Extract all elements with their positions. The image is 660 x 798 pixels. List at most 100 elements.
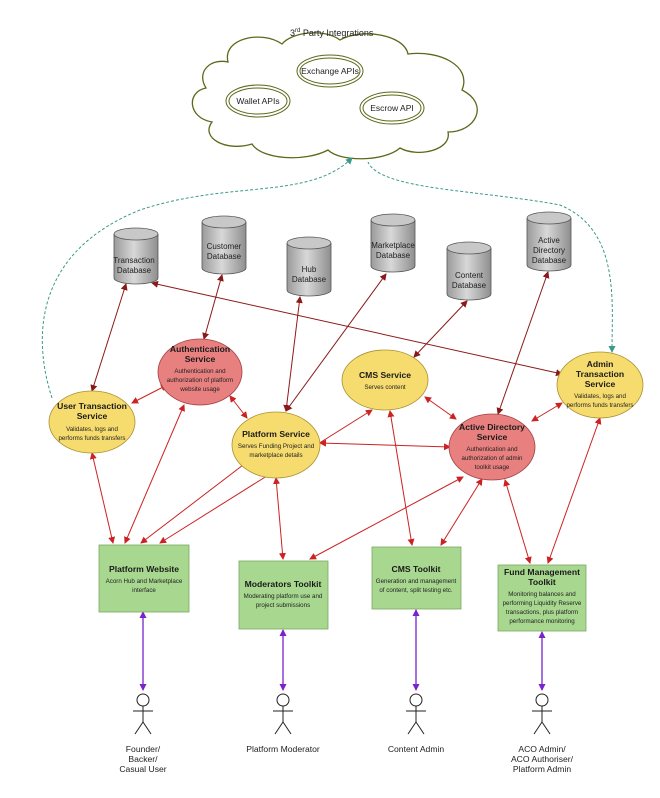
admin-transaction-service: Admin Transaction Service Validates, log… [556, 351, 644, 419]
admin-transaction-service-title-1: Admin [587, 359, 614, 369]
cms-toolkit-desc-2: of content, split testing etc. [379, 587, 453, 594]
content-database-label-2: Database [452, 281, 487, 290]
databases: Transaction Database Customer Database H… [113, 211, 572, 301]
fund-management-title-2: Toolkit [528, 577, 556, 587]
content-admin-actor-icon [406, 693, 426, 735]
active-directory-service-desc-1: Authentication and [466, 446, 518, 453]
moderator-label: Platform Moderator [246, 744, 320, 754]
active-directory-service-desc-2: authorization of admin [462, 455, 523, 462]
transaction-database-label-1: Transaction [113, 256, 155, 265]
authentication-service: Authentication Service Authentication an… [157, 338, 243, 406]
authentication-service-desc-2: authorization of platform [167, 377, 233, 384]
connector-platform-service-platform-website [140, 461, 248, 544]
cloud-shape [191, 32, 478, 160]
connector-ad-moderators [309, 476, 464, 560]
founder-label-2: Backer/ [128, 754, 158, 764]
connector-content-db-cms [413, 300, 468, 358]
active-directory-database-label-2: Directory [533, 246, 565, 255]
services: Authentication Service Authentication an… [48, 338, 644, 481]
authentication-service-desc-3: website usage [179, 386, 220, 393]
connector-admin-transaction-fund-management [546, 417, 602, 564]
connectors [41, 157, 616, 691]
moderators-toolkit-desc-1: Moderating platform use and [244, 593, 323, 600]
admin-transaction-service-title-2: Transaction [576, 369, 624, 379]
connector-platform-ad [319, 439, 451, 451]
exchange-apis-node: Exchange APIs [296, 54, 364, 88]
platform-website-desc-2: interface [132, 587, 156, 594]
toolkits: Platform Website Acorn Hub and Marketpla… [98, 544, 587, 632]
aco-admin-label-2: ACO Authoriser/ [511, 754, 574, 764]
connector-marketplace-db-platform [285, 273, 387, 412]
actor-labels: Founder/ Backer/ Casual User Platform Mo… [119, 744, 573, 774]
active-directory-service-desc-3: toolkit usage [475, 464, 510, 471]
third-party-integrations-cloud: 3rd Party Integrations Wallet APIs Excha… [191, 28, 478, 160]
connector-ad-cms-toolkit [440, 478, 483, 546]
wallet-apis-label: Wallet APIs [236, 96, 279, 106]
active-directory-database: Active Directory Database [526, 211, 572, 272]
cloud-title: 3rd Party Integrations [290, 28, 374, 38]
connector-platform-service-moderators [273, 477, 286, 560]
active-directory-service-title-2: Service [477, 432, 508, 442]
connector-user-transaction-platform-website [89, 452, 116, 544]
escrow-api-label: Escrow API [370, 103, 413, 113]
aco-admin-label-3: Platform Admin [513, 764, 571, 774]
marketplace-database-label-1: Marketplace [371, 241, 415, 250]
exchange-apis-label: Exchange APIs [301, 66, 359, 76]
fund-management-desc-1: Monitoring balances and [508, 591, 576, 598]
content-database: Content Database [446, 241, 492, 301]
fund-management-desc-3: transactions, plus platform [506, 609, 578, 616]
fund-management-desc-2: performing Liquidity Reserve [503, 600, 582, 607]
fund-management-toolkit-box: Fund Management Toolkit Monitoring balan… [497, 564, 587, 632]
cms-toolkit-title: CMS Toolkit [391, 564, 440, 574]
cms-toolkit-desc-1: Generation and management [376, 578, 457, 585]
platform-website-box: Platform Website Acorn Hub and Marketpla… [98, 544, 190, 613]
content-admin-label: Content Admin [388, 744, 445, 754]
admin-transaction-service-desc-2: performs funds transfers [566, 402, 633, 409]
active-directory-service-title-1: Active Directory [459, 422, 525, 432]
aco-admin-label-1: ACO Admin/ [518, 744, 566, 754]
admin-transaction-service-title-3: Service [585, 379, 616, 389]
connector-cms-ad [424, 396, 457, 420]
transaction-database: Transaction Database [113, 227, 159, 285]
moderators-toolkit-box: Moderators Toolkit Moderating platform u… [238, 560, 329, 630]
aco-admin-actor-icon [532, 693, 552, 735]
authentication-service-title-2: Service [185, 354, 216, 364]
authentication-service-title-1: Authentication [170, 344, 230, 354]
hub-database-label-1: Hub [302, 265, 317, 274]
connector-ad-db-ad-service [496, 271, 550, 415]
wallet-apis-node: Wallet APIs [225, 84, 291, 118]
connector-authentication-platform [229, 395, 248, 419]
connector-cms-cms-toolkit [387, 410, 415, 546]
actors [133, 693, 552, 735]
user-transaction-service: User Transaction Service Validates, logs… [48, 390, 136, 454]
connector-customer-db-authentication [202, 274, 224, 340]
cms-toolkit-box: CMS Toolkit Generation and management of… [371, 546, 462, 610]
user-transaction-service-desc-2: performs funds transfers [58, 435, 125, 442]
founder-label-1: Founder/ [126, 744, 161, 754]
platform-service-desc-2: marketplace details [249, 452, 302, 459]
founder-label-3: Casual User [119, 764, 166, 774]
marketplace-database-label-2: Database [376, 251, 411, 260]
fund-management-title-1: Fund Management [504, 567, 580, 577]
active-directory-database-label-1: Active [538, 236, 560, 245]
cms-service: CMS Service Serves content [341, 349, 429, 411]
platform-service-title-1: Platform Service [242, 429, 310, 439]
connector-user-transaction-to-cloud [41, 157, 353, 399]
content-database-label-1: Content [455, 271, 484, 280]
fund-management-desc-4: performance monitoring [509, 618, 575, 625]
user-transaction-service-title-1: User Transaction [57, 401, 127, 411]
connector-admin-transaction-to-cloud [367, 161, 616, 353]
admin-transaction-service-desc-1: Validates, logs and [574, 393, 626, 400]
active-directory-database-label-3: Database [532, 256, 567, 265]
customer-database-label-2: Database [207, 252, 242, 261]
user-transaction-service-desc-1: Validates, logs and [66, 426, 118, 433]
hub-database-label-2: Database [292, 275, 327, 284]
connector-ad-fund-management [503, 479, 532, 564]
platform-service-desc-1: Serves Funding Project and [238, 443, 315, 450]
cms-service-desc-1: Serves content [364, 384, 406, 391]
hub-database: Hub Database [286, 236, 332, 297]
connector-ad-admin-transaction [531, 402, 563, 422]
marketplace-database: Marketplace Database [370, 213, 416, 273]
moderators-toolkit-title: Moderators Toolkit [245, 579, 322, 589]
